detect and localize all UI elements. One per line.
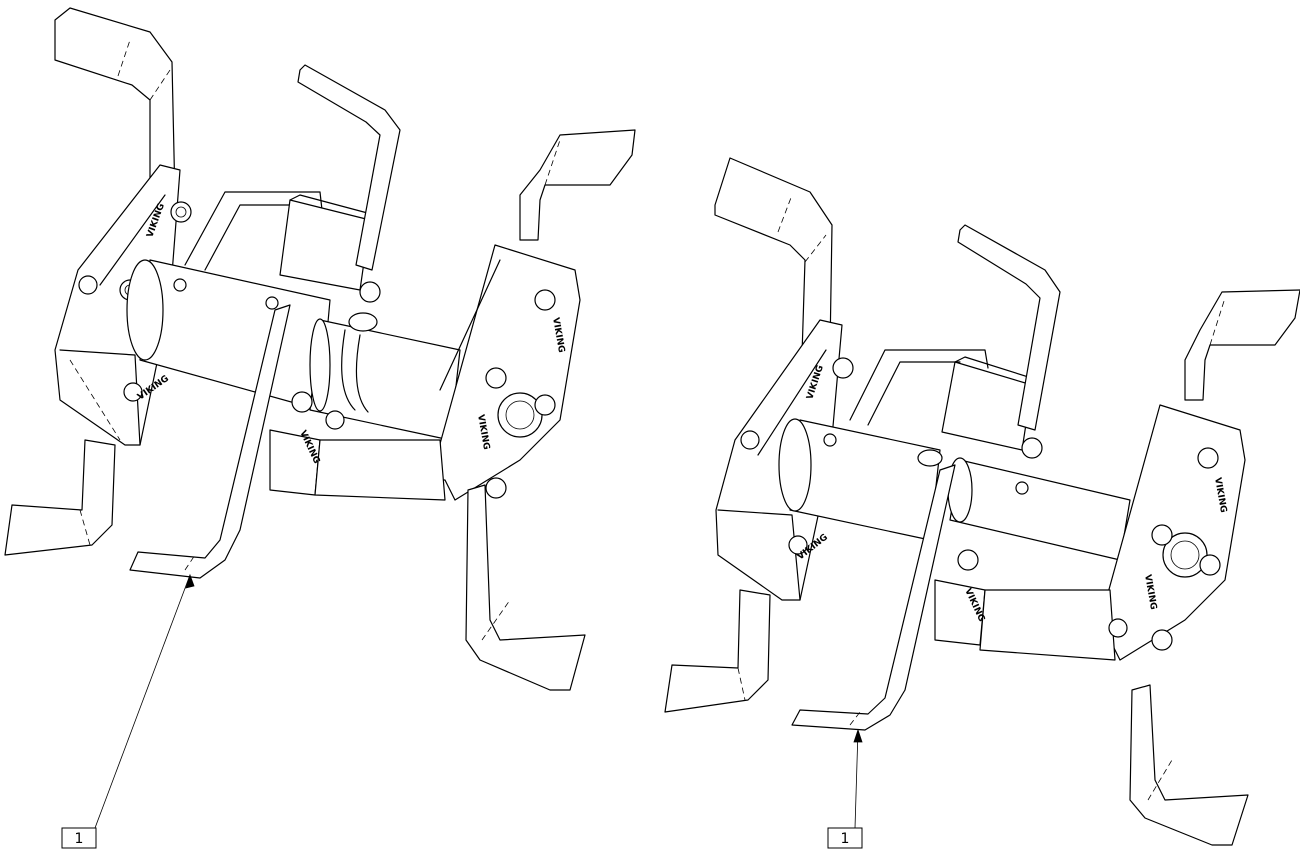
callout-box [827, 827, 863, 849]
hex-nut [1197, 447, 1219, 469]
tine-right-middle [791, 224, 1061, 731]
hex-nut [1151, 629, 1173, 651]
hex-nut [325, 410, 345, 430]
tine-right-upper [664, 157, 833, 713]
callout-left: 1 [61, 827, 97, 849]
hex-nut [957, 549, 979, 571]
shaft-tube-left [126, 259, 331, 411]
hex-nut [1108, 618, 1128, 638]
hex-nut [1021, 437, 1043, 459]
tine-left-right [465, 129, 636, 691]
hex-nut [740, 430, 760, 450]
hex-nut [78, 275, 98, 295]
hex-nut [485, 477, 507, 499]
hex-nut [534, 289, 556, 311]
callout-label: 1 [75, 831, 84, 847]
tiller-assembly-left: VIKING VIKING [4, 7, 636, 829]
hex-nut [534, 394, 556, 416]
hub-plate-right-right: VIKING VIKING VIKING [934, 404, 1246, 661]
hex-socket [497, 392, 543, 438]
frame-right [849, 349, 1039, 451]
hex-nut [359, 281, 381, 303]
leader-line [854, 729, 859, 829]
coupler-left [309, 312, 461, 441]
pin-hole [1015, 481, 1029, 495]
hex-nut [170, 201, 192, 223]
lynch-pin-head [917, 449, 943, 467]
pin-hole [265, 296, 279, 310]
callout-box [61, 827, 97, 849]
pin-hole [823, 433, 837, 447]
hub-plate-left-right: VIKING VIKING VIKING [269, 244, 581, 501]
pin-hole [173, 278, 187, 292]
callout-right: 1 [827, 827, 863, 849]
tiller-assembly-right: VIKING VIKING [664, 157, 1300, 846]
hex-nut [788, 535, 808, 555]
tine-left-middle [129, 64, 401, 579]
callout-label: 1 [841, 831, 850, 847]
hex-nut [485, 367, 507, 389]
hex-nut [1151, 524, 1173, 546]
hex-nut [832, 357, 854, 379]
hex-nut [1199, 554, 1221, 576]
shaft-tube-right [778, 418, 1131, 561]
leader-line [94, 574, 191, 829]
hex-nut [123, 382, 143, 402]
lynch-pin-head [348, 312, 378, 332]
tine-right-right [1129, 289, 1300, 846]
hex-nut [291, 391, 313, 413]
